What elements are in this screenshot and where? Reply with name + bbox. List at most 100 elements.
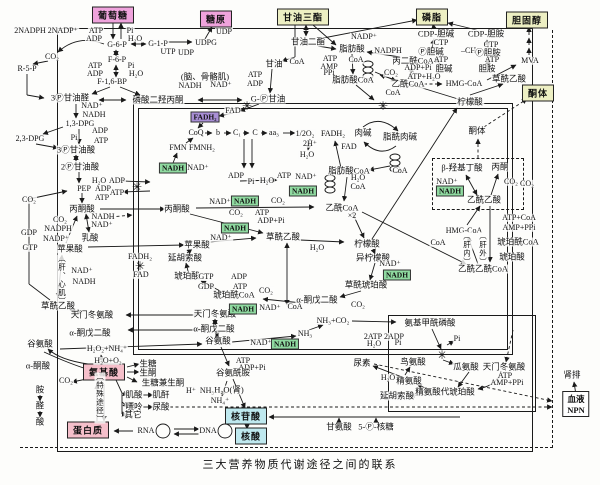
choline: 胆碱 (434, 63, 454, 74)
adp-translocase: ADP (107, 175, 127, 186)
acetone: 丙酮 (490, 161, 510, 172)
adp-pfk: ADP (85, 68, 105, 79)
acetyl-coa-mit: 乙酰CoA (324, 202, 360, 213)
nh3-co2: NH₃+CO₂ (315, 315, 351, 326)
replication-loop-icon (217, 423, 233, 439)
atp-coa-thio: ATP+CoA (501, 212, 537, 223)
flow-arrow (299, 239, 345, 245)
brain-muscle-label: (脑、骨骼肌) (179, 71, 231, 82)
nad-beta: NAD⁺ (294, 171, 318, 182)
flow-arrow (368, 165, 391, 172)
protein-box: 蛋白质 (66, 421, 110, 439)
ribose-5p: 5-Ⓟ-核糖 (357, 421, 395, 432)
pyruvate-mit: 丙酮酸 (163, 203, 191, 214)
nh3-gln: NH₃ (198, 385, 216, 396)
flow-arrow (483, 98, 528, 128)
flow-arrow (185, 137, 194, 144)
citrate-mit: 柠檬酸 (353, 238, 381, 249)
gtp-scs: GTP (197, 271, 215, 282)
coa-hmg: CoA (429, 237, 447, 248)
pi-fbpase: Pi (126, 60, 136, 71)
hmg-coa-cyt: HMG-CoA (444, 78, 484, 89)
flow-arrow (122, 189, 151, 195)
atp-gk: ATP (246, 69, 264, 80)
akg-mit: α-酮戊二酸 (295, 294, 339, 305)
fatty-acyl-coa-cyt: 脂肪酸CoA (331, 74, 375, 85)
fatty-acid: 脂肪酸 (338, 43, 366, 54)
flow-arrow (239, 103, 260, 112)
enzyme-coil-icon (362, 66, 374, 74)
flow-arrow (267, 68, 274, 94)
atp-pk: ATP (93, 192, 111, 203)
liver-heart-label: 〔肝、心肌〕 (56, 254, 68, 306)
gp-glycerol: G-Ⓟ甘油 (249, 93, 287, 104)
gdp-scs: GDP (196, 281, 216, 292)
nadh-beta-hl: NADH (288, 185, 318, 197)
atp-ek: ATP (483, 54, 501, 65)
amp-ppi-ass: AMP+PPi (489, 377, 525, 388)
nadh-gps: NADH (177, 80, 203, 91)
nad-etc: NAD⁺ (186, 162, 210, 173)
alpha-keto-acid: α-酮酸 (24, 360, 52, 371)
flow-arrow (457, 371, 470, 388)
coa-mag: CoA (288, 56, 306, 67)
nad-gdh: NAD⁺ (249, 337, 273, 348)
cyt-aa3: aa₃ (268, 127, 280, 138)
flow-arrow (47, 348, 89, 365)
flow-arrow (504, 329, 514, 363)
membrane-carrier-icon: ✳ (378, 99, 388, 113)
out-liver-label: 〔肝外〕 (477, 232, 489, 266)
diagram-caption: 三大营养物质代谢途径之间的联系 (202, 459, 398, 471)
h2o-g6pase: H₂O (126, 33, 144, 44)
flow-arrow (110, 212, 133, 219)
flow-arrow (312, 24, 337, 46)
nad-kgdh: NAD⁺ (258, 302, 282, 313)
amine: 胺 (34, 384, 46, 395)
pep: PEP (76, 183, 92, 194)
nadh-pdh-hl: NADH (230, 195, 260, 207)
glycine: 甘氨酸 (325, 421, 353, 432)
h2o-fbpase: H₂O (127, 68, 145, 79)
half-o2: 1/2O₂ (294, 128, 316, 139)
f6p: F-6-P (106, 54, 128, 65)
phospholipid-box: 磷脂 (415, 8, 449, 26)
h2o-oxphos: H₂O (258, 175, 276, 186)
glutamine: 谷氨酰胺 (214, 367, 252, 378)
membrane-carrier-icon: ✳ (135, 259, 145, 273)
succinyl-coa-k: 琥珀酰CoA (496, 236, 540, 247)
x2: ×2 (346, 210, 358, 221)
adp-scs: ADP (229, 271, 249, 282)
amp-ppi-thio: AMP+PPi (501, 222, 537, 233)
glycerol: 甘油 (264, 58, 284, 69)
oxaloacetate-right: 草酰乙酸 (490, 73, 528, 84)
aspartate-mit: 天门冬氨酸 (192, 308, 238, 319)
flow-arrow (204, 26, 213, 40)
ctp-2: CTP (482, 39, 500, 50)
flow-arrow (351, 319, 397, 325)
hmg-coa-mit: HMG-CoA (444, 225, 484, 236)
flow-arrow (361, 211, 467, 265)
flow-arrow (220, 346, 230, 367)
ethanolamine: 胆胺 (477, 63, 497, 74)
nucleic-acid-box: 核酸 (234, 427, 268, 445)
carnitine: 肉碱 (353, 127, 373, 138)
h2o-cps: H₂O (365, 338, 383, 349)
adp2-cps: 2ADP (382, 331, 406, 342)
fadh2-shuttle-hl: FADH₂ (190, 111, 220, 123)
fad-sdh: FAD (132, 269, 150, 280)
acetoacetate: 乙酰乙酸 (465, 194, 503, 205)
flow-arrow (442, 359, 455, 365)
nadph-ppp: 2NADPH 2NADP⁺ (13, 25, 79, 36)
f16bp: F-1,6-BP (96, 76, 128, 87)
others: 其它 (123, 409, 143, 420)
flow-arrow (197, 122, 204, 129)
co2-idh: CO₂ (350, 299, 366, 310)
flow-arrow (371, 149, 431, 240)
oxaloacetate-mit: 草酰乙酸 (264, 231, 302, 242)
glycogen-box: 糖原 (199, 10, 233, 28)
flow-arrow (115, 379, 123, 394)
cyt-b: b (215, 127, 221, 138)
nadh-ldh: NADH (90, 211, 116, 222)
pi-dpg: Pi (69, 132, 79, 143)
akg-mit2: α-酮戊二酸 (192, 323, 236, 334)
